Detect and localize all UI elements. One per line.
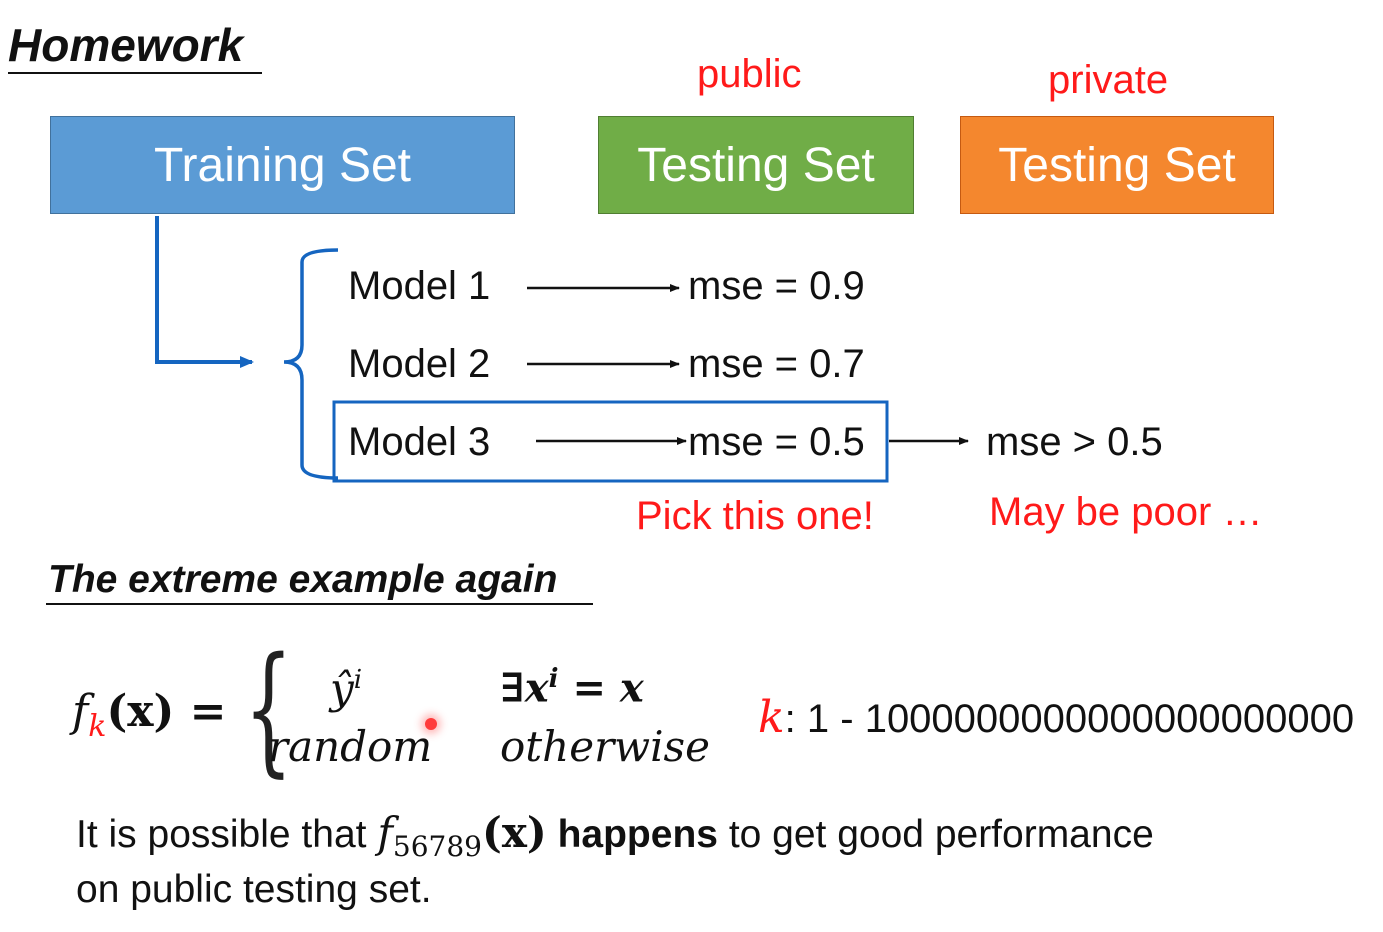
statement-part-2: to get good performance (728, 813, 1154, 856)
statement-f-sub: 56789 (392, 829, 482, 863)
model-1-mse: mse = 0.9 (688, 264, 865, 308)
formula-lhs-arg: (x) = (106, 686, 227, 737)
public-testing-set-label: Testing Set (637, 138, 875, 192)
pointer-dot (425, 718, 437, 730)
training-set-box: Training Set (50, 116, 515, 214)
k-range: k: 1 - 1000000000000000000000 (758, 692, 1354, 743)
case-1-condition: ∃xi = x (500, 664, 644, 711)
model-2-mse: mse = 0.7 (688, 342, 865, 386)
y-hat: ŷ (330, 664, 354, 713)
public-testing-set-box: Testing Set (598, 116, 914, 214)
training-to-models-connector (155, 216, 254, 368)
case-2-value: random (268, 722, 433, 771)
model-2-label: Model 2 (348, 342, 491, 386)
exists-x-sup: i (548, 664, 559, 694)
statement-line-2: on public testing set. (76, 868, 432, 911)
formula-f: f (72, 686, 89, 737)
model-3-mse: mse = 0.5 (688, 420, 865, 464)
exists-x: ∃x (500, 664, 549, 712)
case-1-value: ŷi (330, 664, 362, 713)
private-testing-set-label: Testing Set (998, 138, 1236, 192)
y-hat-sup: i (353, 665, 363, 695)
poor-note: May be poor … (989, 490, 1263, 534)
statement-bold: happens (557, 813, 718, 856)
subheading-underline (46, 603, 593, 605)
model-1-label: Model 1 (348, 264, 491, 308)
k-variable: k (758, 692, 785, 743)
models-brace (283, 248, 339, 480)
statement-f-arg: (x) (481, 808, 547, 857)
title-underline (8, 72, 262, 74)
formula-lhs: fk(x) = (72, 686, 227, 744)
public-tag: public (697, 52, 802, 96)
k-range-text: : 1 - 1000000000000000000000 (784, 697, 1355, 741)
statement-line-1: It is possible that f56789(x) happens to… (76, 808, 1154, 863)
formula-brace: { (244, 628, 293, 791)
equals-x: = x (572, 664, 644, 712)
section-subheading: The extreme example again (48, 558, 558, 601)
private-testing-set-box: Testing Set (960, 116, 1274, 214)
statement-part-1: It is possible that (76, 813, 367, 856)
pick-note: Pick this one! (636, 494, 874, 538)
statement-f: f (377, 808, 393, 857)
case-2-condition: otherwise (500, 722, 710, 771)
private-result: mse > 0.5 (986, 420, 1163, 464)
training-set-label: Training Set (153, 138, 411, 192)
model-3-highlight (332, 400, 889, 483)
page-title: Homework (8, 19, 244, 71)
private-tag: private (1048, 58, 1169, 102)
formula-subscript-k: k (88, 708, 107, 744)
model-3-label: Model 3 (348, 420, 491, 464)
